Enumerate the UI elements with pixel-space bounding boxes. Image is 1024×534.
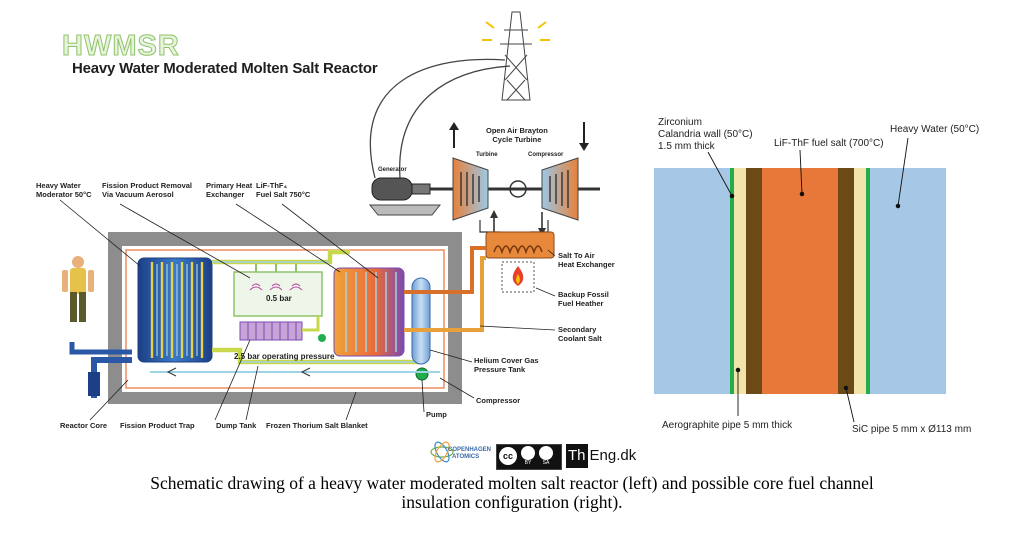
label-cs-fuel-salt: LiF-ThF fuel salt (700°C): [774, 138, 884, 149]
label-reactor-core: Reactor Core: [60, 421, 108, 430]
label-fuel-salt: LiF-ThF₄ Fuel Salt 750°C: [256, 181, 311, 199]
label-brayton: Open Air Brayton Cycle Turbine: [486, 126, 548, 144]
figure-caption: Schematic drawing of a heavy water moder…: [150, 473, 874, 512]
copenhagen-line1: COPENHAGEN: [448, 447, 492, 453]
label-salt-air-hx: Salt To Air Heat Exchanger: [558, 251, 615, 269]
pump-icon: [415, 367, 429, 381]
label-helium-tank: Helium Cover Gas Pressure Tank: [474, 356, 539, 374]
label-fission-removal: Fission Product Removal Via Vacuum Aeros…: [102, 181, 193, 199]
label-secondary-coolant: Secondary Coolant Salt: [558, 325, 602, 343]
layer-sic-right: [838, 168, 854, 394]
label-fission-trap: Fission Product Trap: [120, 421, 195, 430]
label-pressure-05: 0.5 bar: [266, 294, 292, 303]
label-turbine: Turbine: [476, 152, 498, 158]
reactor-schematic: [59, 11, 600, 421]
fuel-channel-cross-section: [654, 137, 946, 423]
helium-tank-icon: [411, 277, 431, 365]
reactor-core-icon: [137, 257, 213, 363]
fission-product-trap: [239, 321, 303, 341]
label-sic: SiC pipe 5 mm x Ø113 mm: [852, 424, 972, 435]
theng-th: Th: [566, 444, 588, 468]
turbine-icon: [452, 157, 489, 221]
by-person-icon: [521, 446, 535, 460]
layer-zirconium-right: [866, 168, 870, 394]
by-text: BY: [524, 460, 532, 466]
air-flow-arrows: [449, 122, 589, 151]
label-dump-tank: Dump Tank: [216, 421, 257, 430]
sa-text: SA: [542, 460, 550, 466]
label-pressure-25: 2.5 bar operating pressure: [234, 352, 335, 361]
layer-aerographite-right: [854, 168, 866, 394]
sa-share-icon: [539, 446, 553, 460]
label-primary-hx: Primary Heat Exchanger: [206, 181, 253, 199]
label-generator: Generator: [378, 167, 407, 173]
label-pump: Pump: [426, 410, 447, 419]
label-frozen-blanket: Frozen Thorium Salt Blanket: [266, 421, 368, 430]
label-compressor-top: Compressor: [528, 152, 564, 158]
layer-heavy-water-right: [870, 168, 946, 394]
fission-removal-chamber: [233, 264, 323, 317]
person-scale-icon: [62, 256, 94, 322]
copenhagen-line2: ATOMICS: [452, 454, 480, 460]
primary-heat-exchanger-icon: [333, 267, 405, 357]
copenhagen-atomics-logo: COPENHAGEN ATOMICS: [428, 440, 492, 470]
compressor-top-icon: [541, 157, 579, 221]
label-compressor-bottom: Compressor: [476, 396, 521, 405]
label-aerographite: Aerographite pipe 5 mm thick: [662, 420, 793, 431]
layer-heavy-water-left: [654, 168, 730, 394]
label-backup-fossil: Backup Fossil Fuel Heather: [558, 290, 609, 308]
layer-sic-left: [746, 168, 762, 394]
salt-air-heat-exchanger-icon: [485, 231, 555, 259]
label-zirconium: Zirconium Calandria wall (50°C) 1.5 mm t…: [658, 117, 753, 152]
layer-zirconium-left: [730, 168, 734, 394]
logo-subtitle: Heavy Water Moderated Molten Salt Reacto…: [72, 60, 378, 77]
label-heavy-water: Heavy Water (50°C): [890, 124, 980, 135]
theng-eng: Eng.dk: [589, 447, 637, 464]
label-heavy-water-moderator: Heavy Water Moderator 50°C: [36, 181, 92, 199]
layer-aerographite-left: [734, 168, 746, 394]
backup-fossil-heater-icon: [501, 261, 535, 293]
logo-acronym: HWMSR: [62, 30, 180, 63]
generator-icon: [368, 177, 442, 216]
layer-fuel-salt: [762, 168, 838, 394]
secondary-coolant-pipe: [404, 246, 486, 294]
cc-icon: cc: [499, 447, 517, 465]
power-tower-icon: [482, 11, 550, 101]
cc-by-sa-badge: cc BY SA: [496, 444, 562, 470]
